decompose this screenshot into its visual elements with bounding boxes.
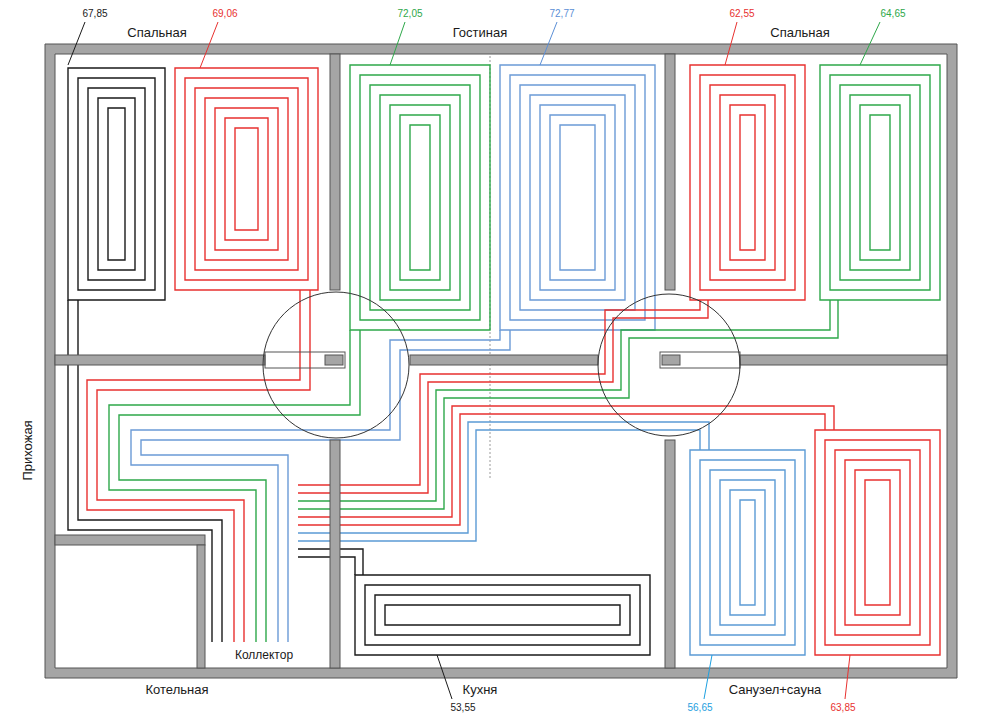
wall xyxy=(55,535,205,545)
callout-number: 72,77 xyxy=(549,8,574,20)
leader-line xyxy=(725,22,737,65)
callout-number: 62,55 xyxy=(729,8,754,20)
pipe-feed xyxy=(109,330,360,642)
pipe-coil xyxy=(355,575,650,655)
room-name: Спальная xyxy=(127,26,186,41)
callout-number: 53,55 xyxy=(450,702,475,714)
wall xyxy=(55,355,265,365)
pipe-coil xyxy=(815,430,940,655)
wall xyxy=(330,440,340,668)
room-name: Гостиная xyxy=(453,26,508,41)
pipe-coil xyxy=(690,65,805,300)
callout-number: 64,65 xyxy=(880,8,905,20)
leader-line xyxy=(860,22,880,65)
callout-number: 72,05 xyxy=(397,8,422,20)
leader-line xyxy=(540,22,557,65)
leader-line xyxy=(68,22,85,65)
room-name: Кухня xyxy=(463,683,498,698)
door-leaf xyxy=(325,355,343,365)
pipe-feed xyxy=(298,300,708,493)
room-name: Котельная xyxy=(146,683,209,698)
pipe-coil xyxy=(350,65,490,330)
pipe-coil xyxy=(820,65,940,300)
wall xyxy=(665,440,675,668)
pipe-coil xyxy=(175,68,318,290)
room-name: Санузел+сауна xyxy=(729,683,822,698)
wall xyxy=(665,54,675,290)
leader-line xyxy=(437,655,452,699)
pipe-coil xyxy=(690,450,805,655)
door-swings xyxy=(263,292,740,438)
pipe-feed xyxy=(298,422,709,541)
door-swing xyxy=(263,292,409,438)
pipe-coil xyxy=(68,68,165,300)
leader-line xyxy=(845,655,850,699)
outer-wall xyxy=(45,44,957,678)
leader-line xyxy=(200,22,218,68)
walls xyxy=(45,44,957,678)
wall xyxy=(197,545,205,668)
pipe-coil xyxy=(500,65,655,330)
door-swing xyxy=(598,294,740,436)
room-name: Коллектор xyxy=(235,649,293,663)
door-leaf xyxy=(660,352,740,368)
room-name: Спальная xyxy=(770,26,829,41)
wall xyxy=(330,54,340,290)
door-leaf xyxy=(265,352,345,368)
door-leaf xyxy=(662,355,680,365)
pipe-feed xyxy=(298,300,838,509)
callout-number: 63,85 xyxy=(830,702,855,714)
room-name: Прихожая xyxy=(21,420,36,480)
leader-lines xyxy=(68,22,880,699)
leader-line xyxy=(704,655,712,699)
callout-number: 56,65 xyxy=(687,702,712,714)
callout-number: 67,85 xyxy=(82,8,107,20)
wall xyxy=(410,355,598,365)
wall xyxy=(740,355,947,365)
callout-number: 69,06 xyxy=(212,8,237,20)
leader-line xyxy=(390,22,405,65)
